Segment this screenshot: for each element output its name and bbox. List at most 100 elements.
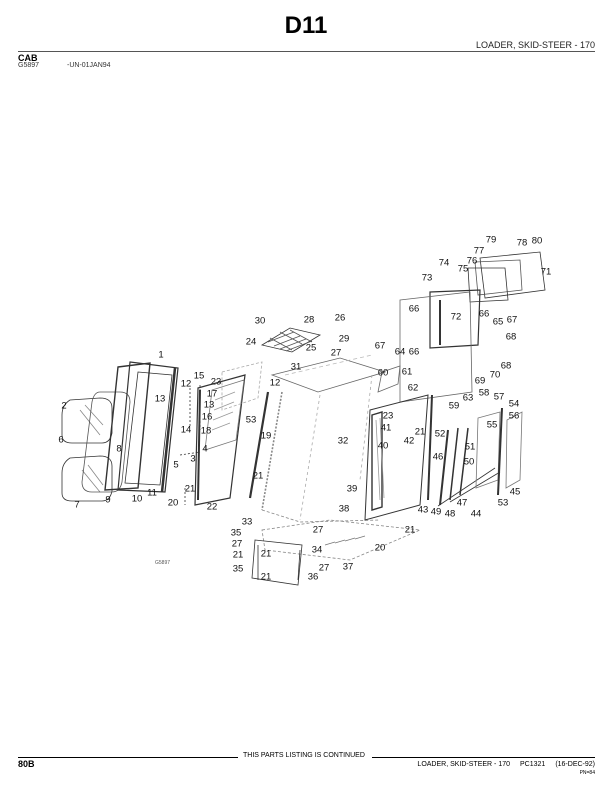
callout-number: 47	[456, 497, 468, 509]
callout-number: 21	[252, 470, 264, 482]
section-title: CAB	[18, 53, 38, 63]
callout-number: 62	[407, 382, 419, 394]
callout-number: 66	[408, 346, 420, 358]
callout-number: 52	[434, 428, 446, 440]
callout-number: 63	[462, 392, 474, 404]
window-frames	[104, 361, 179, 493]
callout-number: 27	[330, 347, 342, 359]
continued-note: THIS PARTS LISTING IS CONTINUED	[243, 752, 365, 759]
callout-number: 55	[486, 419, 498, 431]
callout-number: 33	[241, 516, 253, 528]
callout-number: 17	[206, 388, 218, 400]
callout-number: 50	[463, 456, 475, 468]
callout-number: 8	[116, 443, 122, 455]
callout-number: 37	[342, 561, 354, 573]
callout-number: 4	[202, 443, 208, 455]
left-window-panes	[61, 391, 131, 502]
callout-number: 21	[404, 524, 416, 536]
callout-number: 27	[231, 538, 243, 550]
callout-number: 21	[184, 483, 196, 495]
footer-info: LOADER, SKID-STEER - 170 PC1321 (16-DEC-…	[417, 761, 595, 768]
callout-number: 57	[493, 391, 505, 403]
callout-number: 43	[417, 504, 429, 516]
callout-number: 23	[210, 376, 222, 388]
callout-number: 16	[201, 411, 213, 423]
callout-number: 61	[401, 366, 413, 378]
callout-number: 9	[105, 494, 111, 506]
callout-number: 53	[497, 497, 509, 509]
callout-number: 18	[200, 425, 212, 437]
callout-number: 11	[147, 487, 157, 499]
callout-number: 12	[269, 377, 281, 389]
callout-number: 73	[421, 272, 433, 284]
callout-number: 42	[403, 435, 415, 447]
callout-number: 46	[432, 451, 444, 463]
callout-number: 75	[457, 263, 469, 275]
callout-number: 15	[193, 370, 205, 382]
callout-number: 76	[466, 255, 478, 267]
right-door	[364, 365, 523, 521]
callout-number: 32	[337, 435, 349, 447]
callout-number: 79	[485, 234, 497, 246]
callout-number: 49	[430, 506, 442, 518]
callout-number: 65	[492, 316, 504, 328]
callout-number: 67	[506, 314, 518, 326]
footer-model: LOADER, SKID-STEER - 170	[417, 761, 511, 768]
callout-number: 3	[190, 453, 196, 465]
callout-number: 69	[474, 375, 486, 387]
callout-number: 56	[508, 410, 520, 422]
callout-number: 29	[338, 333, 350, 345]
callout-number: 21	[414, 426, 426, 438]
footer-pn: PN=84	[579, 770, 595, 776]
page-number: 80B	[18, 759, 35, 769]
page-title: D11	[284, 12, 328, 39]
floor-plate	[251, 519, 422, 586]
callout-number: 60	[377, 367, 389, 379]
callout-number: 68	[505, 331, 517, 343]
callout-number: 22	[206, 501, 218, 513]
callout-number: 64	[394, 346, 406, 358]
footer-date: (16-DEC-92)	[555, 761, 595, 768]
callout-number: 66	[478, 308, 490, 320]
callout-number: 40	[377, 440, 389, 452]
footer-rule-left	[18, 757, 238, 758]
callout-number: 28	[303, 314, 315, 326]
callout-number: 6	[58, 434, 64, 446]
callout-number: 19	[260, 430, 272, 442]
callout-number: 25	[305, 342, 317, 354]
callout-number: 58	[478, 387, 490, 399]
callout-number: 38	[338, 503, 350, 515]
callout-number: 21	[232, 549, 244, 561]
roof-grille	[260, 327, 322, 353]
callout-number: 21	[260, 548, 272, 560]
callout-number: 13	[154, 393, 166, 405]
callout-number: 67	[374, 340, 386, 352]
model-subtitle: LOADER, SKID-STEER - 170	[475, 40, 595, 50]
callout-number: 54	[508, 398, 520, 410]
callout-number: 27	[312, 524, 324, 536]
callout-number: 24	[245, 336, 257, 348]
callout-number: 72	[450, 311, 462, 323]
callout-number: 2	[61, 400, 67, 412]
callout-number: 77	[473, 245, 485, 257]
callout-number: 31	[290, 361, 302, 373]
callout-number: 51	[464, 441, 476, 453]
callout-number: 5	[173, 459, 179, 471]
callout-number: 7	[74, 499, 80, 511]
callout-number: 41	[380, 422, 392, 434]
callout-number: 20	[167, 497, 179, 509]
cab-frame	[261, 354, 387, 523]
callout-number: 30	[254, 315, 266, 327]
callout-number: 23	[382, 410, 394, 422]
callout-number: 71	[540, 266, 552, 278]
callout-number: 36	[307, 571, 319, 583]
callout-number: 68	[500, 360, 512, 372]
figure-id: G5897	[18, 62, 40, 69]
side-door	[194, 361, 270, 506]
figure-label: G5897	[155, 560, 171, 566]
callout-number: 44	[470, 508, 482, 520]
callout-number: 59	[448, 400, 460, 412]
callout-number: 80	[531, 235, 543, 247]
callout-number: 74	[438, 257, 450, 269]
